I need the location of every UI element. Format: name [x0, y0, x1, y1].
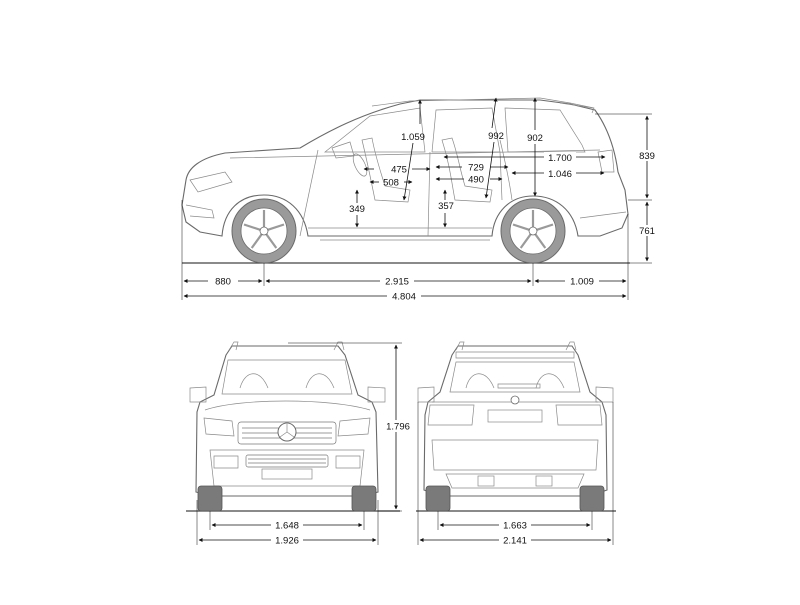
front-legroom-b-label: 508 [383, 178, 399, 189]
rear-width-label: 2.141 [503, 536, 527, 547]
rear-legroom-b-label: 490 [468, 175, 484, 186]
rear-view: 1.663 2.141 [416, 341, 616, 547]
rear-track-label: 1.663 [503, 521, 527, 532]
rear-overhang-label: 1.009 [570, 277, 594, 288]
front-track-label: 1.648 [275, 521, 299, 532]
ground-to-belt-label: 761 [639, 226, 655, 237]
front-width-label: 1.926 [275, 536, 299, 547]
front-overhang-label: 880 [215, 277, 231, 288]
front-view: 1.796 1.648 1.926 [186, 341, 411, 547]
cargo-height-label: 902 [527, 133, 543, 144]
front-legroom-a-label: 475 [391, 165, 407, 176]
front-height-label: 1.796 [386, 422, 410, 433]
cargo-length-label: 1.700 [548, 153, 572, 164]
rear-legroom-a-label: 729 [468, 163, 484, 174]
roof-height-label: 839 [639, 151, 655, 162]
front-headroom-label: 1.059 [401, 132, 425, 143]
wheelbase-label: 2.915 [385, 277, 409, 288]
side-view: 880 2.915 1.009 4.804 839 761 1.059 992 … [181, 97, 658, 303]
rear-seat-height-label: 357 [438, 201, 454, 212]
overall-length-label: 4.804 [392, 292, 416, 303]
rear-headroom-label: 992 [488, 131, 504, 142]
front-seat-height-label: 349 [349, 204, 365, 215]
cargo-length-short-label: 1.046 [548, 169, 572, 180]
